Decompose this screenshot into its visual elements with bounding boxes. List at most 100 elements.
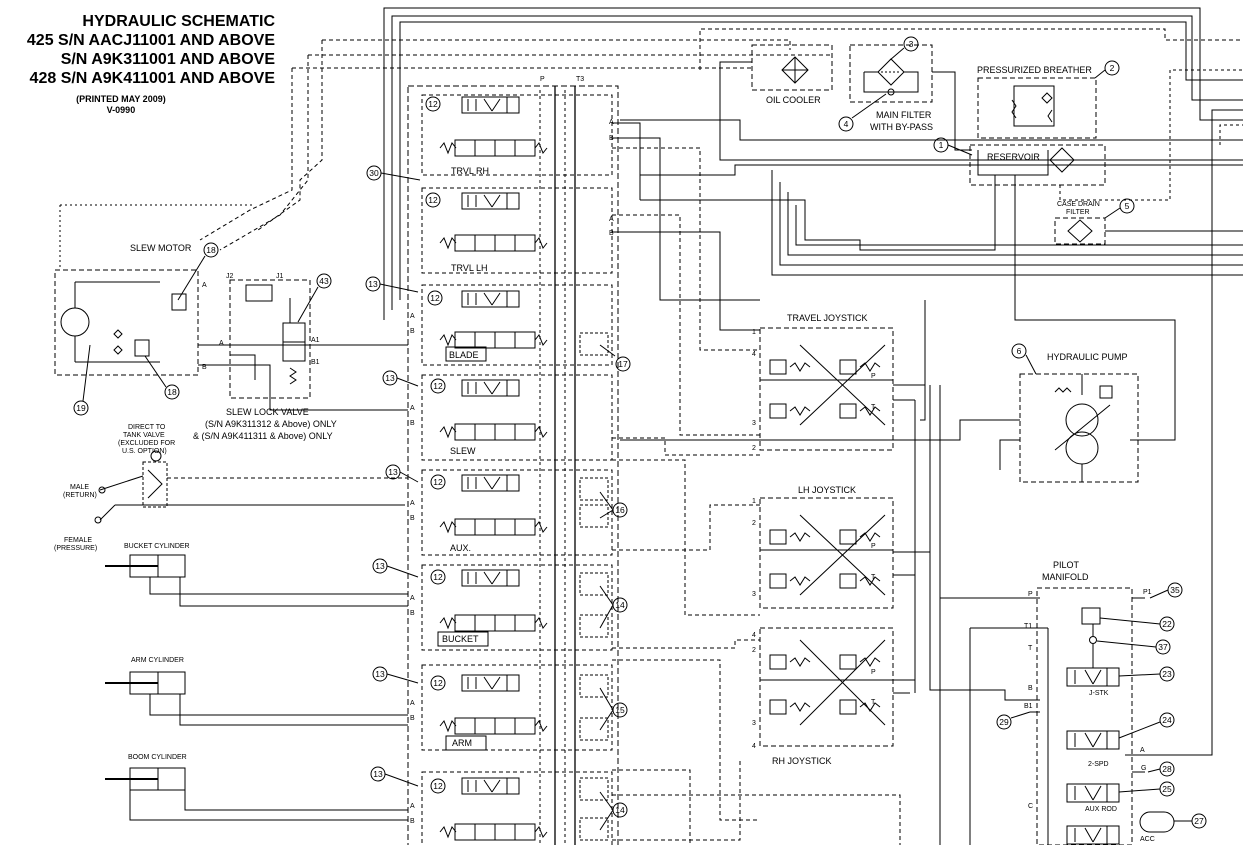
lh-joystick-label: LH JOYSTICK <box>798 485 856 495</box>
callout-12h: 12 <box>433 781 443 791</box>
port-a-slew-motor: A <box>202 282 207 289</box>
port-1-travel: 1 <box>752 329 756 336</box>
bucket-cylinder <box>105 554 408 607</box>
port-b-aux: B <box>410 515 415 522</box>
direct-tank-label-4: U.S. OPTION) <box>122 448 167 455</box>
document-code: V-0990 <box>106 105 136 115</box>
port-t1-pilot: T1 <box>1024 623 1032 630</box>
callout-12c: 12 <box>430 293 440 303</box>
top-pipe-bundle <box>59 7 1243 320</box>
port-a1: A1 <box>311 337 320 344</box>
direct-tank-label-2: TANK VALVE <box>123 432 165 439</box>
main-filter-label-2: WITH BY-PASS <box>870 122 933 132</box>
jstk-label: J-STK <box>1089 690 1109 697</box>
callout-13d: 13 <box>375 561 385 571</box>
2spd-label: 2-SPD <box>1088 761 1109 768</box>
bucket-label: BUCKET <box>442 634 479 644</box>
boom-cylinder-label: BOOM CYLINDER <box>128 754 187 761</box>
port-t-travel: T <box>871 404 876 411</box>
printed-date: (PRINTED MAY 2009) <box>76 94 166 104</box>
port-a-arm: A <box>410 700 415 707</box>
callout-19: 19 <box>76 403 86 413</box>
port-j2: J2 <box>226 273 234 280</box>
port-a-slew: A <box>410 405 415 412</box>
callout-35: 35 <box>1170 585 1180 595</box>
port-p-travel: P <box>871 373 876 380</box>
callout-13b: 13 <box>385 373 395 383</box>
port-t-pilot: T <box>1028 645 1033 652</box>
main-filter <box>849 44 972 151</box>
port-a-blade: A <box>410 313 415 320</box>
port-4-rh: 4 <box>752 743 756 750</box>
callout-16: 16 <box>615 505 625 515</box>
callout-3: 3 <box>909 39 914 49</box>
callout-23: 23 <box>1162 669 1172 679</box>
port-a-slew-lock: A <box>219 340 224 347</box>
slew-label: SLEW <box>450 446 476 456</box>
callout-5: 5 <box>1125 201 1130 211</box>
callout-13c: 13 <box>388 467 398 477</box>
spool-label-boxes <box>437 346 489 751</box>
arm-cylinder-label: ARM CYLINDER <box>131 657 184 664</box>
manifold-label: MANIFOLD <box>1042 572 1089 582</box>
arm-label: ARM <box>452 738 472 748</box>
callout-1: 1 <box>939 140 944 150</box>
callout-14b: 14 <box>615 805 625 815</box>
port-p-rh: P <box>871 669 876 676</box>
callout-37: 37 <box>1158 642 1168 652</box>
port-a-2: A <box>609 216 614 223</box>
case-drain-label: CASE DRAIN <box>1057 201 1100 208</box>
lh-joystick-block <box>759 497 930 609</box>
title-line-1: HYDRAULIC SCHEMATIC <box>82 13 275 30</box>
female-pressure-label: (PRESSURE) <box>54 545 97 552</box>
port-p-lh: P <box>871 543 876 550</box>
slew-lock-note-1: (S/N A9K311312 & Above) ONLY <box>205 419 337 429</box>
trvl-lh-label: TRVL LH <box>451 263 488 273</box>
port-2-travel: 2 <box>752 445 756 452</box>
valve-sections <box>421 94 613 845</box>
schematic-title-block: HYDRAULIC SCHEMATIC 425 S/N AACJ11001 AN… <box>27 12 275 116</box>
boom-cylinder <box>105 767 408 821</box>
callout-24: 24 <box>1162 715 1172 725</box>
port-c-pilot: C <box>1028 803 1033 810</box>
port-a-pilot: A <box>1140 747 1145 754</box>
port-p-pilot: P <box>1028 591 1033 598</box>
callout-13f: 13 <box>373 769 383 779</box>
callout-28: 28 <box>1162 764 1172 774</box>
male-return-label: (RETURN) <box>63 492 97 499</box>
bank-port-lines <box>612 122 901 845</box>
port-t-rh: T <box>871 699 876 706</box>
port-a: A <box>609 119 614 126</box>
callout-13e: 13 <box>375 669 385 679</box>
port-b1-pilot: B1 <box>1024 703 1033 710</box>
port-t3-bank: T3 <box>576 76 584 83</box>
callout-29: 29 <box>999 717 1009 727</box>
callout-25: 25 <box>1162 784 1172 794</box>
callout-22: 22 <box>1162 619 1172 629</box>
title-line-3: S/N A9K311001 AND ABOVE <box>60 51 275 68</box>
travel-joystick-label: TRAVEL JOYSTICK <box>787 313 868 323</box>
relief-valves <box>579 332 609 841</box>
port-2-lh: 2 <box>752 520 756 527</box>
port-b-bucket: B <box>410 610 415 617</box>
port-b-slew-motor: B <box>202 364 207 371</box>
hydraulic-pump-label: HYDRAULIC PUMP <box>1047 352 1128 362</box>
port-a-boom: A <box>410 803 415 810</box>
callout-15: 15 <box>615 705 625 715</box>
rh-joystick-label: RH JOYSTICK <box>772 756 832 766</box>
callout-12g: 12 <box>433 678 443 688</box>
slew-motor-block <box>54 269 408 411</box>
slew-lock-valve-block <box>229 279 311 399</box>
port-b-boom: B <box>410 818 415 825</box>
port-2-rh: 2 <box>752 647 756 654</box>
port-a-bucket: A <box>410 595 415 602</box>
hydraulic-pump <box>620 373 1139 483</box>
callout-27: 27 <box>1194 816 1204 826</box>
port-4-lh: 4 <box>752 632 756 639</box>
valve-bank-housing <box>407 85 619 845</box>
direct-tank-label-1: DIRECT TO <box>128 424 166 431</box>
slew-lock-label: SLEW LOCK VALVE <box>226 407 309 417</box>
port-p-bank: P <box>540 76 545 83</box>
callout-4: 4 <box>844 119 849 129</box>
